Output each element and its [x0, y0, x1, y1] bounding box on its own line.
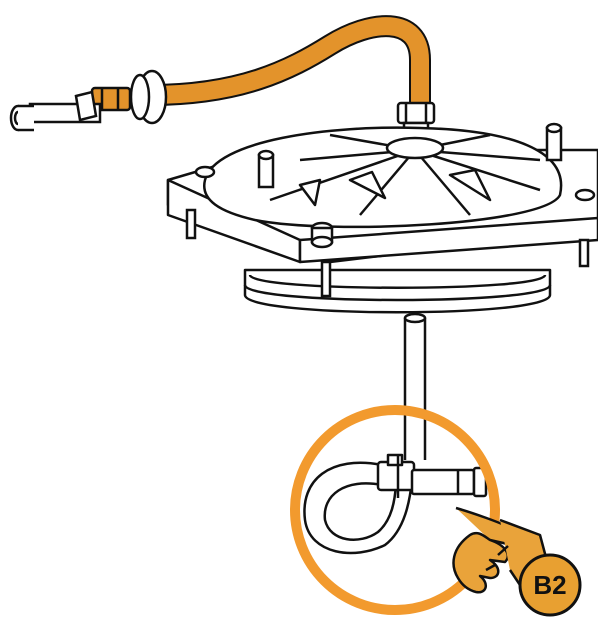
hose-inlet-fitting	[9, 69, 168, 132]
valve-body	[166, 126, 598, 314]
inlet-hose	[149, 15, 431, 115]
callout-badge: B2	[518, 553, 582, 617]
highlight-ring	[290, 405, 500, 615]
flange-bolts	[185, 122, 596, 298]
callout-label: B2	[533, 570, 566, 600]
drain-tee-fitting	[376, 453, 488, 498]
drain-tube	[303, 312, 427, 555]
